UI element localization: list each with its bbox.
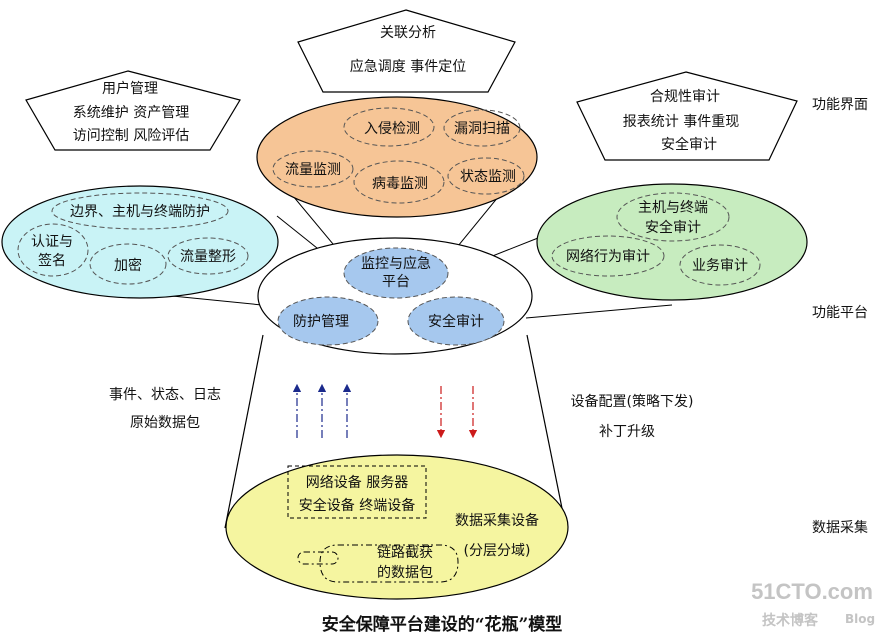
- watermark-blog: Blog: [845, 612, 875, 626]
- link-line1: 链路截获: [377, 545, 433, 561]
- platform-monitor-line1: 监控与应急: [361, 255, 431, 272]
- platform-monitor[interactable]: 监控与应急 平台: [343, 247, 449, 299]
- pentagon-right-line1: 报表统计 事件重现: [623, 114, 739, 130]
- link-line2: 的数据包: [377, 565, 433, 581]
- platform-monitor-line2: 平台: [382, 274, 410, 290]
- pentagon-center-line1: 应急调度 事件定位: [350, 58, 466, 75]
- pentagon-left-line2: 访问控制 风险评估: [73, 128, 189, 144]
- device-line2: 安全设备 终端设备: [299, 497, 415, 514]
- downflow-line1: 设备配置(策略下发): [571, 393, 694, 410]
- petal-right-net: 网络行为审计: [566, 249, 650, 265]
- down-arrows: [436, 386, 478, 439]
- link-capture-shape: [297, 544, 459, 583]
- vase-body: [224, 334, 567, 529]
- watermark-sub: 技术博客: [762, 612, 819, 629]
- collect-line2: (分层分域): [464, 543, 531, 559]
- watermark-domain: 51CTO.com: [751, 579, 873, 604]
- platform-audit[interactable]: 安全审计: [407, 296, 505, 346]
- petal-left-traffic: 流量整形: [180, 249, 236, 265]
- pentagon-center-heading: 关联分析: [380, 25, 436, 41]
- petal-left-encrypt: 加密: [114, 257, 142, 274]
- pentagon-right: 合规性审计 报表统计 事件重现 安全审计: [576, 71, 798, 161]
- layer-label-collection: 数据采集: [812, 519, 868, 536]
- up-arrows: [292, 383, 352, 438]
- platform-protect[interactable]: 防护管理: [277, 296, 379, 346]
- diagram-title: 安全保障平台建设的“花瓶”模型: [322, 614, 563, 635]
- device-box: [287, 465, 427, 519]
- petal-center-vuln: 漏洞扫描: [454, 121, 510, 137]
- petal-center: 入侵检测 漏洞扫描 流量监测 病毒监测 状态监测: [256, 96, 538, 218]
- pentagon-center: 关联分析 应急调度 事件定位: [297, 9, 516, 93]
- petal-right-host1: 主机与终端: [638, 200, 708, 216]
- petal-right: 主机与终端 安全审计 网络行为审计 业务审计: [536, 183, 808, 301]
- platform-audit-label: 安全审计: [428, 313, 484, 330]
- pentagon-right-line2: 安全审计: [661, 136, 717, 153]
- petal-center-status: 状态监测: [460, 169, 516, 185]
- device-line1: 网络设备 服务器: [306, 474, 408, 491]
- upflow-line1: 事件、状态、日志: [109, 387, 221, 403]
- pentagon-right-heading: 合规性审计: [650, 89, 720, 105]
- pentagon-left-line1: 系统维护 资产管理: [73, 105, 189, 121]
- upflow-line2: 原始数据包: [130, 415, 200, 431]
- watermark-logo: 51CTO.com 技术博客 Blog: [751, 579, 875, 629]
- petal-left-auth2: 签名: [38, 252, 66, 269]
- petal-left: 边界、主机与终端防护 认证与 签名 加密 流量整形: [1, 185, 279, 299]
- petal-right-biz: 业务审计: [692, 258, 748, 274]
- petal-left-top: 边界、主机与终端防护: [70, 204, 210, 220]
- petal-center-virus: 病毒监测: [372, 176, 428, 192]
- pentagon-left-heading: 用户管理: [102, 80, 158, 97]
- petal-center-flow: 流量监测: [285, 162, 341, 178]
- platform-protect-label: 防护管理: [293, 314, 349, 330]
- petal-left-auth1: 认证与: [31, 234, 73, 250]
- collect-line1: 数据采集设备: [455, 512, 539, 529]
- layer-label-interface: 功能界面: [812, 97, 868, 113]
- base-ellipse: [225, 454, 569, 600]
- layer-label-platform: 功能平台: [812, 305, 868, 321]
- petal-right-host2: 安全审计: [645, 219, 701, 236]
- downflow-line2: 补丁升级: [599, 424, 655, 440]
- pentagon-left: 用户管理 系统维护 资产管理 访问控制 风险评估: [25, 70, 241, 151]
- petal-center-intrusion: 入侵检测: [364, 120, 420, 137]
